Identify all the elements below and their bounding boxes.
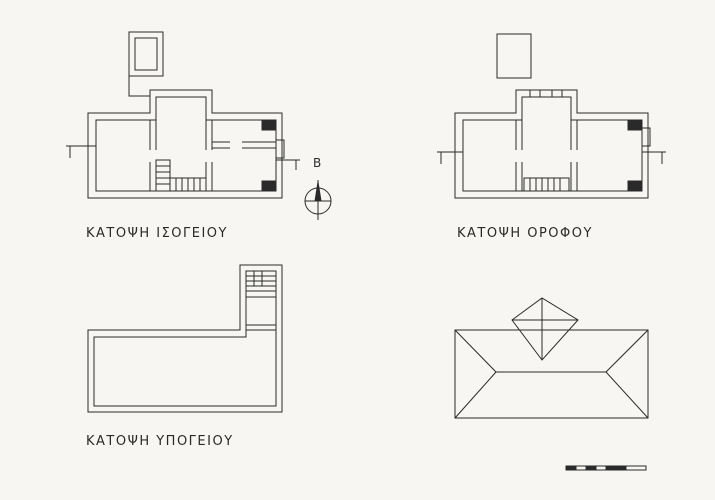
basement-title: ΚΑΤΟΨΗ ΥΠΟΓΕΙΟΥ: [86, 434, 234, 449]
ground-floor-plan: [66, 31, 300, 199]
ground-floor-title: ΚΑΤΟΨΗ ΙΣΟΓΕΙΟΥ: [86, 226, 228, 241]
scale-bar: [565, 465, 647, 471]
upper-floor-title: ΚΑΤΟΨΗ ΟΡΟΦΟΥ: [457, 226, 593, 241]
basement-staircase: [245, 270, 277, 298]
basement-plan: [87, 264, 283, 413]
upper-outbuilding-roof: [496, 33, 532, 79]
roof-plan: [454, 297, 649, 419]
ground-outbuilding: [128, 31, 164, 77]
upper-staircase: [523, 177, 570, 192]
ground-outer-wall: [87, 89, 283, 199]
upper-outer-wall: [454, 89, 649, 199]
north-arrow: [304, 180, 332, 220]
ground-staircase: [155, 159, 207, 192]
basement-outer-wall: [87, 264, 283, 413]
upper-floor-plan: [437, 33, 666, 199]
north-label: Β: [313, 156, 322, 170]
